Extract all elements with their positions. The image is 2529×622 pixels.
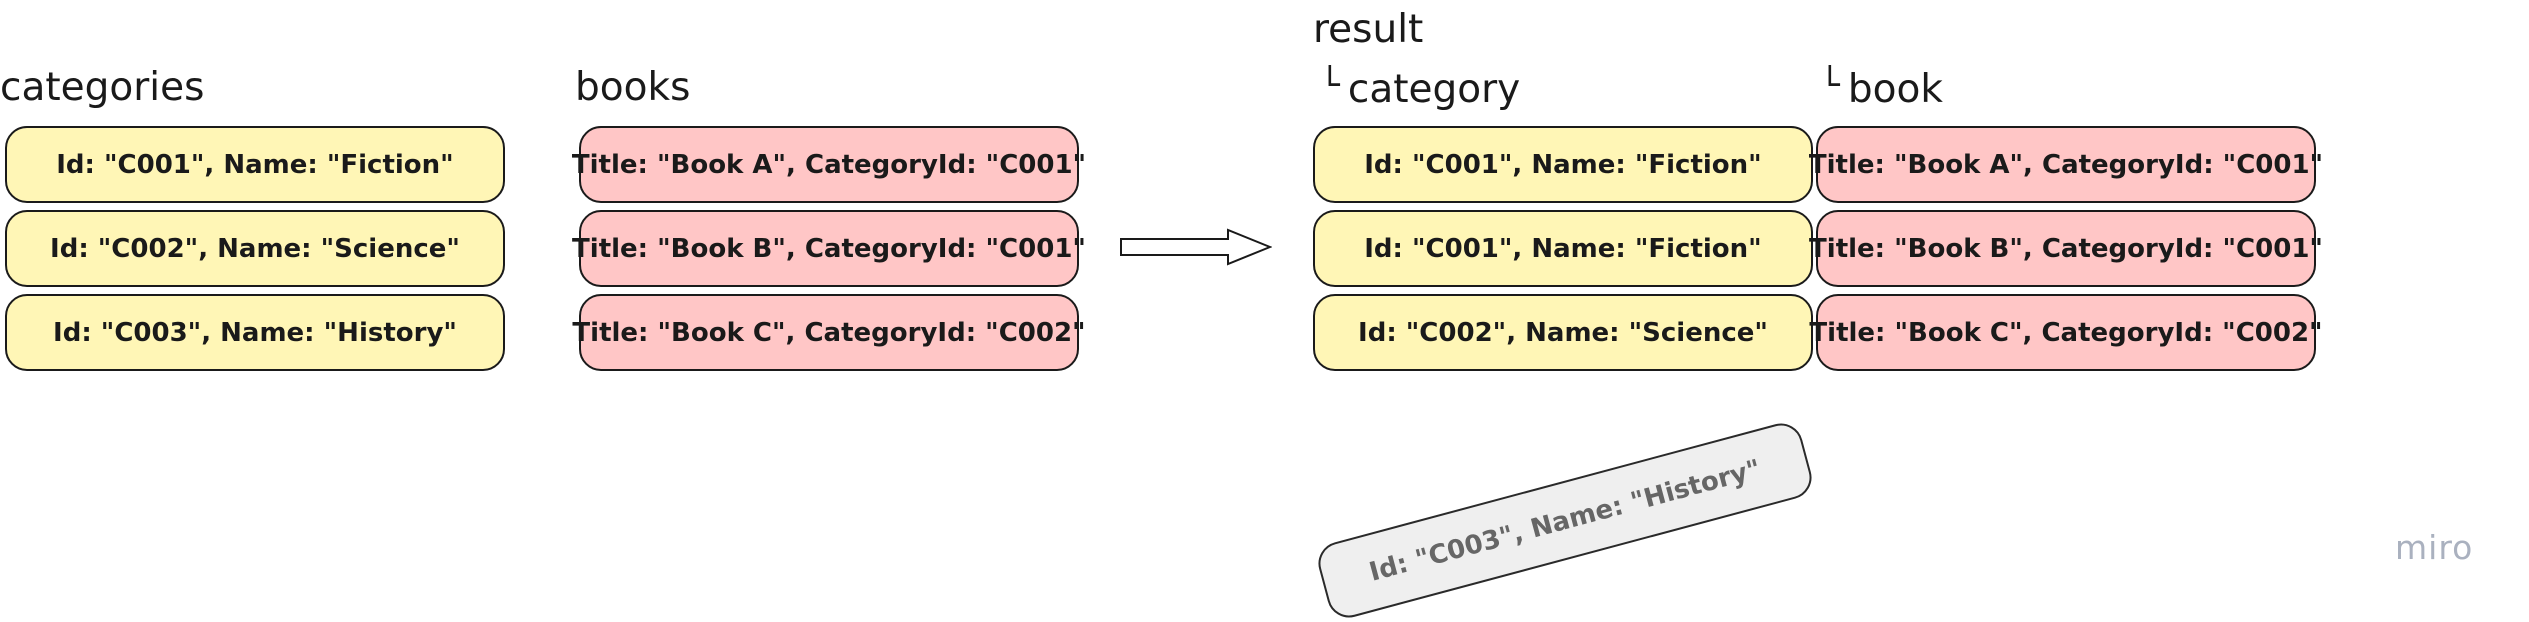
category-row-c002: Id: "C002", Name: "Science" xyxy=(5,210,505,287)
result-title: result xyxy=(1313,7,1424,52)
books-title: books xyxy=(575,65,691,110)
result-category-heading: └category xyxy=(1320,68,1520,109)
result-category-row-2: Id: "C001", Name: "Fiction" xyxy=(1313,210,1813,287)
tree-branch-icon: └ xyxy=(1820,65,1840,104)
result-book-row-1: Title: "Book A", CategoryId: "C001" xyxy=(1809,126,2323,203)
unmatched-category-row: Id: "C003", Name: "History" xyxy=(1313,418,1817,622)
result-book-heading: └book xyxy=(1820,68,1943,109)
book-row-c: Title: "Book C", CategoryId: "C002" xyxy=(572,294,1086,371)
book-row-b: Title: "Book B", CategoryId: "C001" xyxy=(572,210,1086,287)
result-category-label: category xyxy=(1347,67,1521,112)
result-book-row-2: Title: "Book B", CategoryId: "C001" xyxy=(1809,210,2323,287)
result-book-row-3: Title: "Book C", CategoryId: "C002" xyxy=(1809,294,2323,371)
right-arrow-icon xyxy=(1120,228,1272,266)
miro-watermark: miro xyxy=(2395,528,2474,567)
category-row-c003: Id: "C003", Name: "History" xyxy=(5,294,505,371)
result-book-label: book xyxy=(1847,67,1943,112)
categories-title: categories xyxy=(0,65,205,110)
book-row-a: Title: "Book A", CategoryId: "C001" xyxy=(572,126,1086,203)
result-category-row-1: Id: "C001", Name: "Fiction" xyxy=(1313,126,1813,203)
category-row-c001: Id: "C001", Name: "Fiction" xyxy=(5,126,505,203)
tree-branch-icon: └ xyxy=(1320,65,1340,104)
result-category-row-3: Id: "C002", Name: "Science" xyxy=(1313,294,1813,371)
